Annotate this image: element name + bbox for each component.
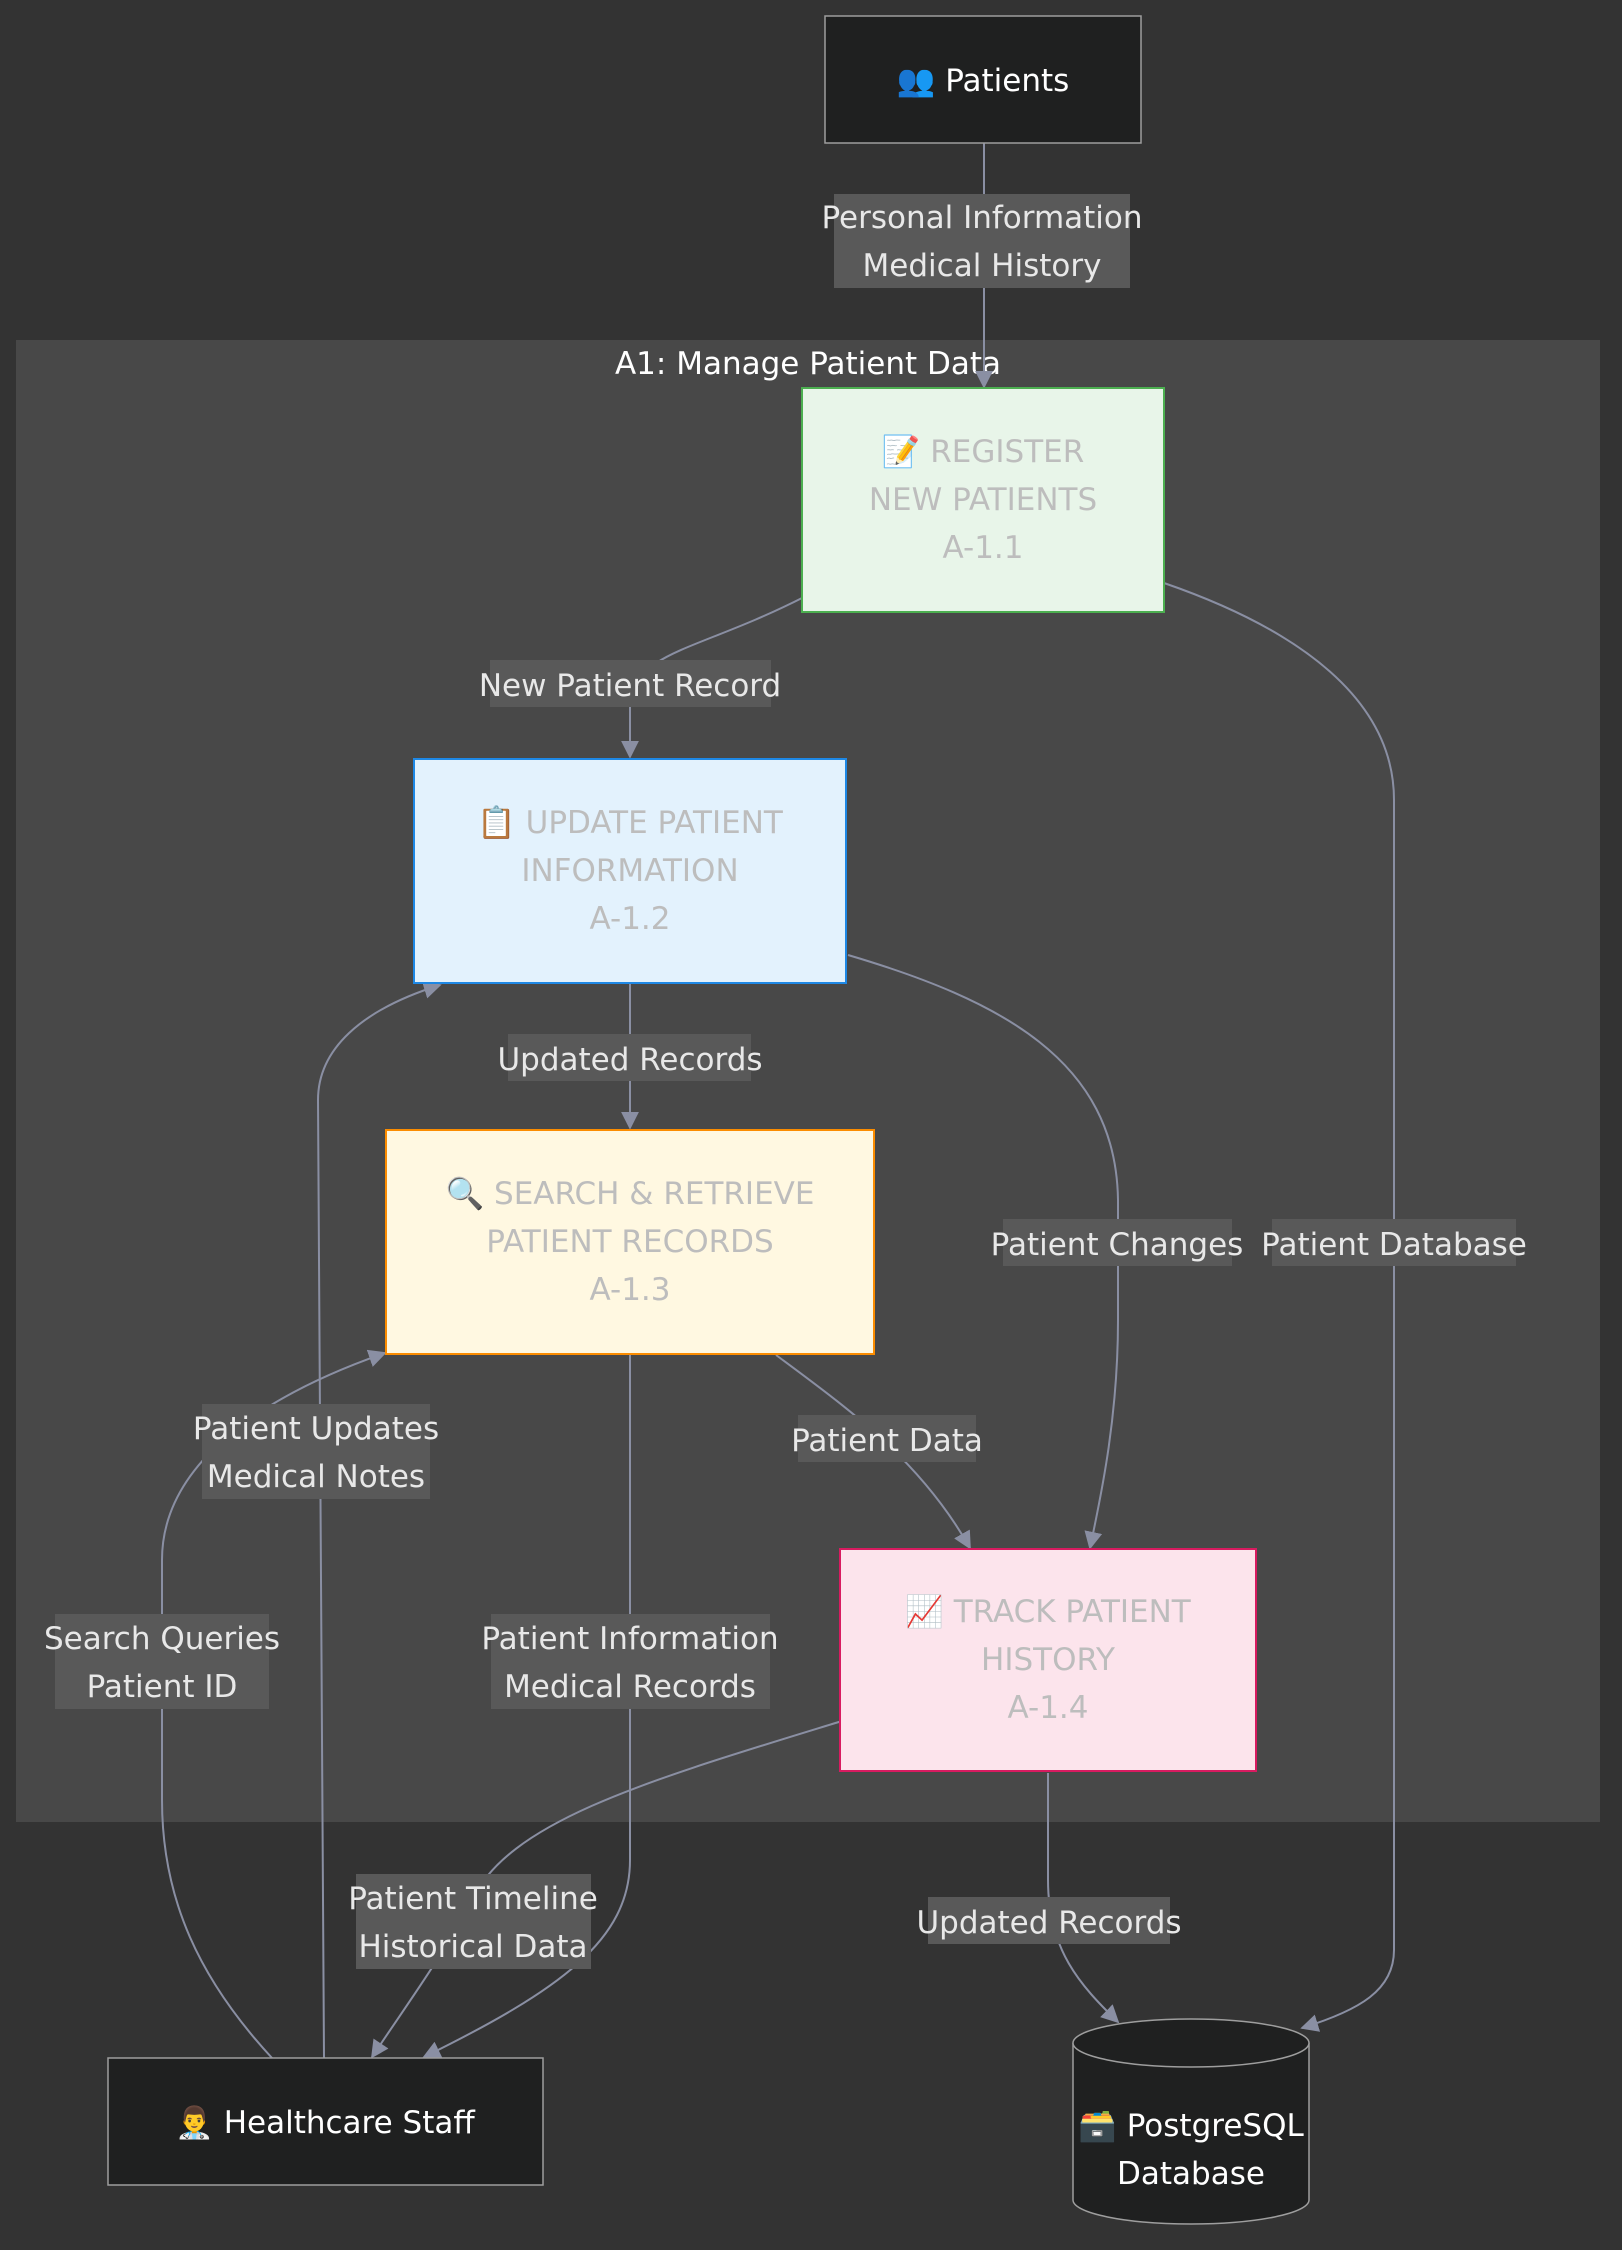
label-search-to-track: Patient Data xyxy=(791,1415,983,1462)
label-line: Patient Data xyxy=(791,1423,983,1459)
clipboard-icon: 📋 xyxy=(477,804,516,841)
track-process-node[interactable]: 📈 TRACK PATIENT HISTORY A-1.4 xyxy=(839,1548,1257,1772)
database-line2: Database xyxy=(1117,2156,1265,2192)
subgraph-title: A1: Manage Patient Data xyxy=(615,346,1001,382)
search-line1: SEARCH & RETRIEVE xyxy=(494,1176,814,1212)
svg-text:👥 Patients: 👥 Patients xyxy=(897,63,1070,99)
label-line: Search Queries xyxy=(44,1621,280,1657)
label-staff-to-update: Search Queries Patient ID xyxy=(44,1614,280,1709)
track-line1: TRACK PATIENT xyxy=(953,1594,1192,1630)
label-line: New Patient Record xyxy=(479,668,781,704)
label-track-to-db: Updated Records xyxy=(916,1897,1182,1944)
magnifier-icon: 🔍 xyxy=(446,1173,485,1212)
svg-text:🔍 SEARCH & RETRIEVE: 🔍 SEARCH & RETRIEVE xyxy=(446,1173,815,1212)
label-line: Medical Records xyxy=(504,1669,756,1705)
register-line1: REGISTER xyxy=(930,434,1084,470)
label-line: Medical History xyxy=(863,248,1102,284)
label-line: Medical Notes xyxy=(207,1459,425,1495)
search-line2: PATIENT RECORDS xyxy=(486,1224,773,1260)
patients-icon: 👥 xyxy=(897,63,936,99)
patients-label: Patients xyxy=(945,63,1069,99)
label-patients-to-register: Personal Information Medical History xyxy=(821,194,1143,288)
search-process-node[interactable]: 🔍 SEARCH & RETRIEVE PATIENT RECORDS A-1.… xyxy=(385,1129,875,1355)
update-line2: INFORMATION xyxy=(521,853,738,889)
label-line: Patient Database xyxy=(1261,1227,1527,1263)
label-line: Patient Changes xyxy=(991,1227,1244,1263)
label-register-to-db: Patient Database xyxy=(1261,1219,1527,1266)
staff-label: Healthcare Staff xyxy=(224,2105,476,2141)
search-code: A-1.3 xyxy=(589,1272,670,1308)
label-search-to-staff: Patient Information Medical Records xyxy=(481,1614,779,1709)
label-update-to-search: Updated Records xyxy=(497,1034,763,1081)
register-code: A-1.1 xyxy=(942,530,1023,566)
svg-text:📈 TRACK PATIENT: 📈 TRACK PATIENT xyxy=(905,1593,1192,1630)
edge-update-to-track xyxy=(847,954,1119,1550)
edge-staff-to-update xyxy=(316,981,442,2059)
label-line: Patient Information xyxy=(481,1621,778,1657)
svg-text:🗃️ PostgreSQL: 🗃️ PostgreSQL xyxy=(1078,2108,1304,2144)
label-line: Updated Records xyxy=(916,1905,1181,1941)
edge-register-to-db xyxy=(1163,582,1395,2032)
update-process-node[interactable]: 📋 UPDATE PATIENT INFORMATION A-1.2 xyxy=(413,758,847,984)
memo-icon: 📝 xyxy=(882,433,921,470)
label-line: Updated Records xyxy=(497,1042,762,1078)
update-code: A-1.2 xyxy=(589,901,670,937)
label-track-to-staff: Patient Timeline Historical Data xyxy=(348,1874,598,1969)
svg-text:📋 UPDATE PATIENT: 📋 UPDATE PATIENT xyxy=(477,804,784,841)
card-file-box-icon: 🗃️ xyxy=(1078,2108,1117,2144)
patients-node[interactable]: 👥 Patients xyxy=(824,15,1142,144)
label-line: Patient Updates xyxy=(193,1411,439,1447)
health-worker-icon: 👨‍⚕️ xyxy=(175,2104,214,2141)
register-process-node[interactable]: 📝 REGISTER NEW PATIENTS A-1.1 xyxy=(801,387,1165,613)
register-line2: NEW PATIENTS xyxy=(869,482,1097,518)
svg-text:👨‍⚕️ Healthcare Staff: 👨‍⚕️ Healthcare Staff xyxy=(175,2104,475,2141)
label-update-to-track: Patient Changes xyxy=(991,1219,1244,1266)
label-line: Personal Information xyxy=(821,200,1142,236)
svg-text:📝 REGISTER: 📝 REGISTER xyxy=(882,433,1085,470)
edge-track-to-db xyxy=(1047,1773,1120,2024)
postgresql-database-node[interactable]: 🗃️ PostgreSQL Database xyxy=(1072,2018,1310,2225)
edge-track-to-staff xyxy=(371,1720,843,2059)
update-line1: UPDATE PATIENT xyxy=(526,805,784,841)
label-line: Patient ID xyxy=(87,1669,238,1705)
edge-labels: Personal Information Medical History New… xyxy=(44,194,1527,1969)
database-line1: PostgreSQL xyxy=(1127,2108,1305,2144)
label-register-to-update: New Patient Record xyxy=(479,660,781,707)
track-line2: HISTORY xyxy=(981,1642,1115,1678)
healthcare-staff-node[interactable]: 👨‍⚕️ Healthcare Staff xyxy=(107,2057,544,2186)
label-line: Historical Data xyxy=(358,1929,587,1965)
label-staff-to-search: Patient Updates Medical Notes xyxy=(193,1404,439,1499)
chart-icon: 📈 xyxy=(905,1593,944,1630)
track-code: A-1.4 xyxy=(1007,1690,1088,1726)
label-line: Patient Timeline xyxy=(348,1881,598,1917)
